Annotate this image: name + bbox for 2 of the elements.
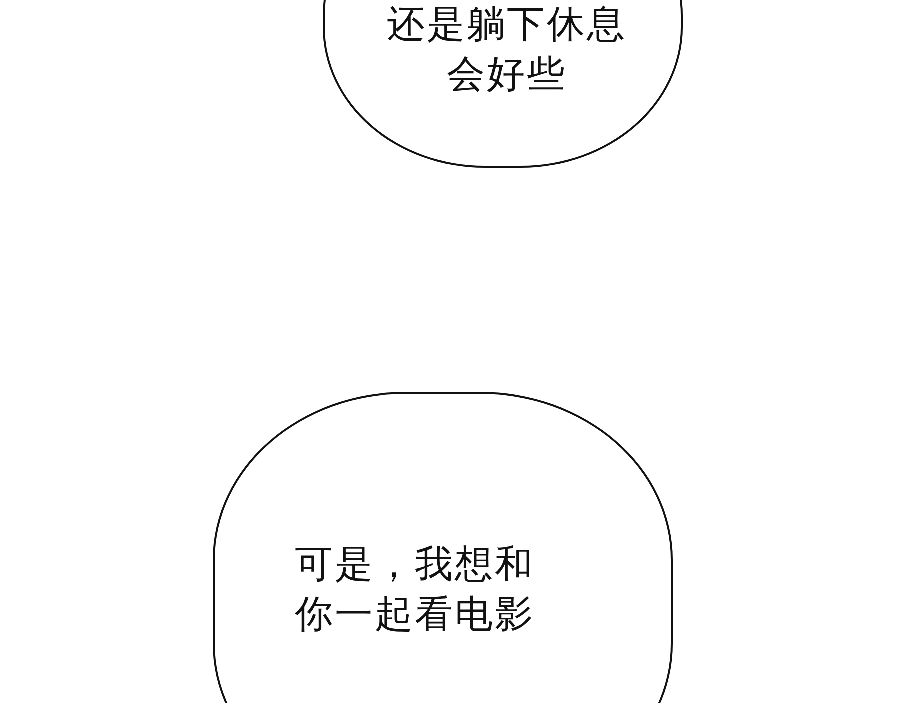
speech-text: 还是躺下休息会好些 [386, 1, 628, 98]
speech-text: 可是，我想和你一起看电影 [294, 541, 536, 638]
